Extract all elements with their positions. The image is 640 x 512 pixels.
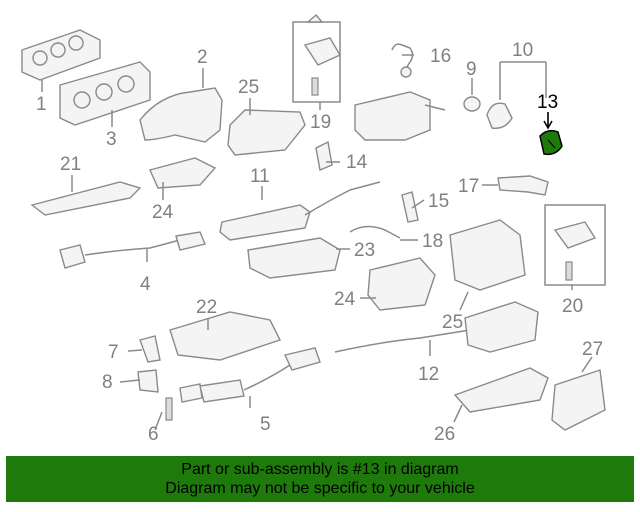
part-15-bracket: [401, 191, 419, 223]
part-10-clamp: [486, 102, 513, 129]
callout-8: 8: [102, 372, 113, 393]
leader-lines: [41, 54, 593, 431]
banner-line-2: Diagram may not be specific to your vehi…: [165, 480, 475, 497]
callout-10: 10: [512, 40, 533, 61]
part-13-highlighted[interactable]: [539, 129, 563, 156]
part-21-heat-shield: [30, 181, 142, 216]
callout-6: 6: [148, 424, 159, 445]
part-24-heat-shield-upper: [149, 157, 217, 189]
part-20-clamp: [553, 221, 597, 281]
info-banner: Part or sub-assembly is #13 in diagram D…: [6, 456, 634, 502]
part-6-bolt: [165, 397, 173, 421]
callout-5: 5: [260, 414, 271, 435]
callout-25b: 25: [442, 312, 463, 333]
callout-23: 23: [354, 240, 375, 261]
part-11-converter: [219, 181, 381, 241]
callout-18: 18: [422, 231, 443, 252]
part-22-heat-shield: [169, 311, 281, 361]
callout-7: 7: [108, 342, 119, 363]
callout-3: 3: [106, 129, 117, 150]
callout-27: 27: [582, 339, 603, 360]
part-24-heat-shield-lower: [367, 257, 436, 311]
arrow-13: [543, 112, 553, 130]
part-3-manifold: [59, 61, 151, 126]
part-26-heat-shield: [453, 367, 549, 413]
part-17-pipe: [497, 175, 549, 196]
callout-12: 12: [418, 364, 439, 385]
callout-19: 19: [310, 112, 331, 133]
part-25-heat-shield-upper: [227, 109, 306, 156]
part-8-bracket: [137, 369, 159, 393]
part-4-pipe: [59, 231, 206, 269]
part-1-manifold-gasket: [21, 29, 101, 81]
callout-21: 21: [60, 154, 81, 175]
part-2-manifold-pipe: [139, 87, 223, 143]
part-9-ring: [463, 96, 481, 112]
banner-line-1: Part or sub-assembly is #13 in diagram: [181, 461, 459, 478]
part-23-heat-shield: [247, 237, 341, 279]
callout-11: 11: [250, 166, 270, 187]
exhaust-parts-diagram: 1 2 3 4 5 6 7 8 9 10 11 12 13 14 15 16 1…: [21, 14, 606, 445]
part-18-pipe: [349, 225, 401, 239]
callout-22: 22: [196, 297, 217, 318]
part-12-rear-muffler: [334, 301, 539, 353]
callout-13[interactable]: 13: [537, 92, 558, 113]
part-7-bracket: [139, 335, 161, 363]
callout-14: 14: [346, 152, 368, 173]
part-25-heat-shield-lower: [449, 219, 526, 291]
part-14-bracket: [315, 140, 333, 171]
part-16-hanger: [391, 43, 414, 78]
part-5-pipe: [179, 347, 321, 403]
callout-17: 17: [458, 176, 479, 197]
callout-2: 2: [197, 47, 208, 68]
part-27-heat-shield: [551, 369, 606, 431]
callout-4: 4: [140, 274, 151, 295]
callout-24b: 24: [334, 289, 356, 310]
callout-15: 15: [428, 191, 449, 212]
callout-1: 1: [36, 94, 47, 115]
callout-16: 16: [430, 46, 451, 67]
callout-9: 9: [466, 59, 477, 80]
callout-25a: 25: [238, 77, 259, 98]
callout-24a: 24: [152, 202, 174, 223]
part-19-clamp: [303, 14, 341, 96]
callout-26: 26: [434, 424, 455, 445]
rear-muffler-upper: [354, 91, 446, 141]
part-20-box: [544, 204, 606, 286]
callout-20: 20: [562, 296, 583, 317]
